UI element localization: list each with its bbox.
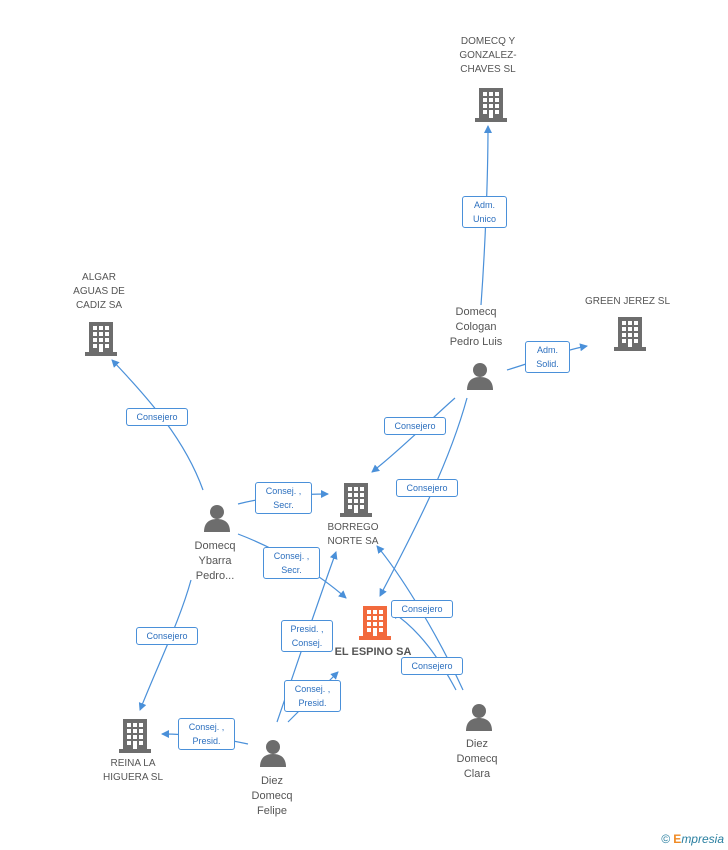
node-felipe-label[interactable]: Diez Domecq Felipe (251, 775, 293, 817)
edge-label-consej-presid-espino[interactable]: Consej. , Presid. (284, 680, 341, 712)
node-el-espino-label[interactable]: EL ESPINO SA (334, 646, 412, 658)
edge-label-adm-solid[interactable]: Adm. Solid. (525, 341, 570, 373)
brand-name: mpresia (681, 832, 724, 846)
brand-initial: E (673, 832, 682, 846)
edge-label-adm-unico[interactable]: Adm. Unico (462, 196, 507, 228)
edge-consejero-reina (138, 579, 192, 711)
edge-label-consej-secr-espino[interactable]: Consej. , Secr. (263, 547, 320, 579)
edge-label-consejero-reina[interactable]: Consejero (136, 627, 198, 645)
person-icon (204, 505, 230, 532)
person-icon (260, 740, 286, 767)
node-algar-label[interactable]: ALGAR AGUAS DE CADIZ SA (73, 272, 125, 311)
building-icon (119, 719, 151, 753)
node-clara-label[interactable]: Diez Domecq Clara (456, 738, 498, 780)
building-icon (340, 483, 372, 517)
edge-consejero-clara-espino (391, 611, 457, 691)
node-ybarra-label[interactable]: Domecq Ybarra Pedro... (194, 540, 236, 582)
copyright-icon: © (661, 832, 670, 846)
person-icon (467, 363, 493, 390)
person-icon (466, 704, 492, 731)
edge-label-consej-presid-reina[interactable]: Consej. , Presid. (178, 718, 235, 750)
edge-label-consejero-pl-borrego[interactable]: Consejero (384, 417, 446, 435)
node-pedro-luis-label[interactable]: Domecq Cologan Pedro Luis (449, 306, 503, 348)
node-borrego-label[interactable]: BORREGO NORTE SA (327, 522, 379, 547)
edge-label-consej-secr-borrego[interactable]: Consej. , Secr. (255, 482, 312, 514)
edge-label-consejero-clara-borrego[interactable]: Consejero (401, 657, 463, 675)
building-icon (475, 88, 507, 122)
building-icon (85, 322, 117, 356)
node-reina-label[interactable]: REINA LA HIGUERA SL (102, 758, 164, 783)
edge-label-consejero-clara-espino[interactable]: Consejero (391, 600, 453, 618)
main-building-icon (359, 606, 391, 640)
edge-consejero-pl-borrego (371, 397, 456, 473)
empresia-watermark: © Empresia (661, 832, 724, 846)
building-icon (614, 317, 646, 351)
edge-label-presid-consej[interactable]: Presid. , Consej. (281, 620, 333, 652)
edge-label-consejero-algar[interactable]: Consejero (126, 408, 188, 426)
node-green-jerez-label[interactable]: GREEN JEREZ SL (584, 296, 671, 307)
edge-label-consejero-pl-espino[interactable]: Consejero (396, 479, 458, 497)
node-domecq-gonzalez-label[interactable]: DOMECQ Y GONZALEZ- CHAVES SL (459, 36, 517, 75)
